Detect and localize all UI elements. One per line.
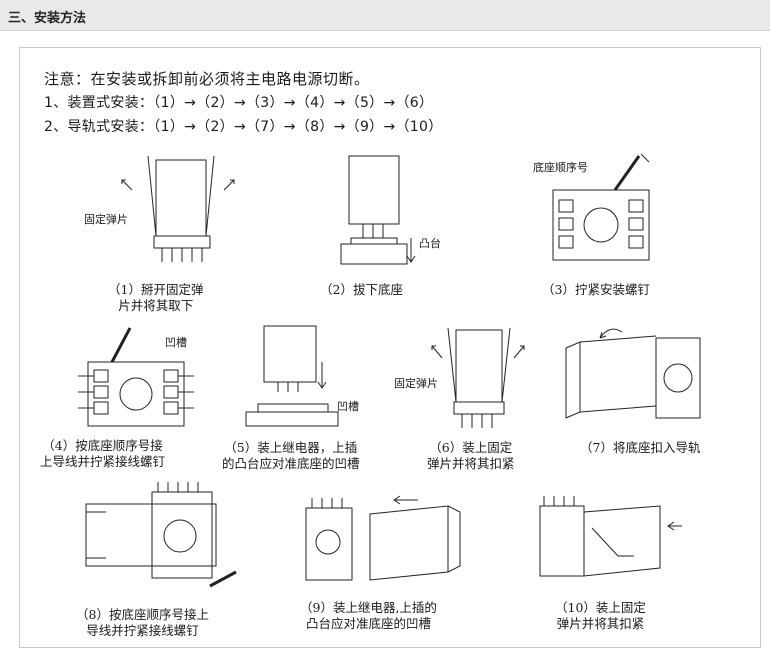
- step2-caption: （2）拔下底座: [320, 282, 403, 297]
- step6-illustration: [426, 322, 536, 432]
- step4-illustration: [76, 318, 196, 438]
- step1-illustration: [112, 150, 242, 270]
- step8-caption: （8）按底座顺序号接上导线并拧紧接线螺钉: [76, 607, 209, 638]
- label-spring-clip: 固定弹片: [84, 213, 128, 226]
- content-frame: [19, 47, 761, 648]
- safety-note: 注意：在安装或拆卸前必须将主电路电源切断。: [44, 70, 370, 88]
- step9-illustration: [298, 484, 468, 584]
- step6-caption: （6）装上固定弹片并将其扣紧: [427, 440, 515, 471]
- step9-caption: （9）装上继电器,上插的凸台应对准底座的凹槽: [300, 600, 437, 631]
- mount-sequence-panel: 1、装置式安装：（1）→（2）→（3）→（4）→（5）→（6）: [44, 95, 434, 111]
- label-spring-clip-2: 固定弹片: [394, 377, 438, 390]
- step3-illustration: [545, 150, 655, 270]
- step1-caption: （1）掰开固定弹片并将其取下: [108, 282, 204, 313]
- step2-illustration: [335, 152, 445, 272]
- step3-caption: （3）拧紧安装螺钉: [542, 282, 650, 297]
- step7-illustration: [560, 322, 710, 432]
- step7-caption: （7）将底座扣入导轨: [580, 440, 701, 455]
- step4-caption: （4）按底座顺序号接上导线并拧紧接线螺钉: [40, 438, 166, 469]
- step5-illustration: [240, 322, 360, 432]
- step10-caption: （10）装上固定弹片并将其扣紧: [555, 600, 646, 631]
- label-base-order: 底座顺序号: [533, 161, 588, 174]
- label-boss: 凸台: [419, 237, 441, 250]
- step10-illustration: [530, 486, 690, 586]
- section-header: 三、安装方法: [0, 0, 770, 31]
- step5-caption: （5）装上继电器，上插的凸台应对准底座的凹槽: [222, 440, 360, 471]
- mount-sequence-rail: 2、导轨式安装：（1）→（2）→（7）→（8）→（9）→（10）: [44, 119, 443, 135]
- label-groove: 凹槽: [165, 336, 187, 349]
- label-groove-2: 凹槽: [337, 400, 359, 413]
- step8-illustration: [80, 482, 250, 592]
- section-title: 三、安装方法: [8, 11, 87, 26]
